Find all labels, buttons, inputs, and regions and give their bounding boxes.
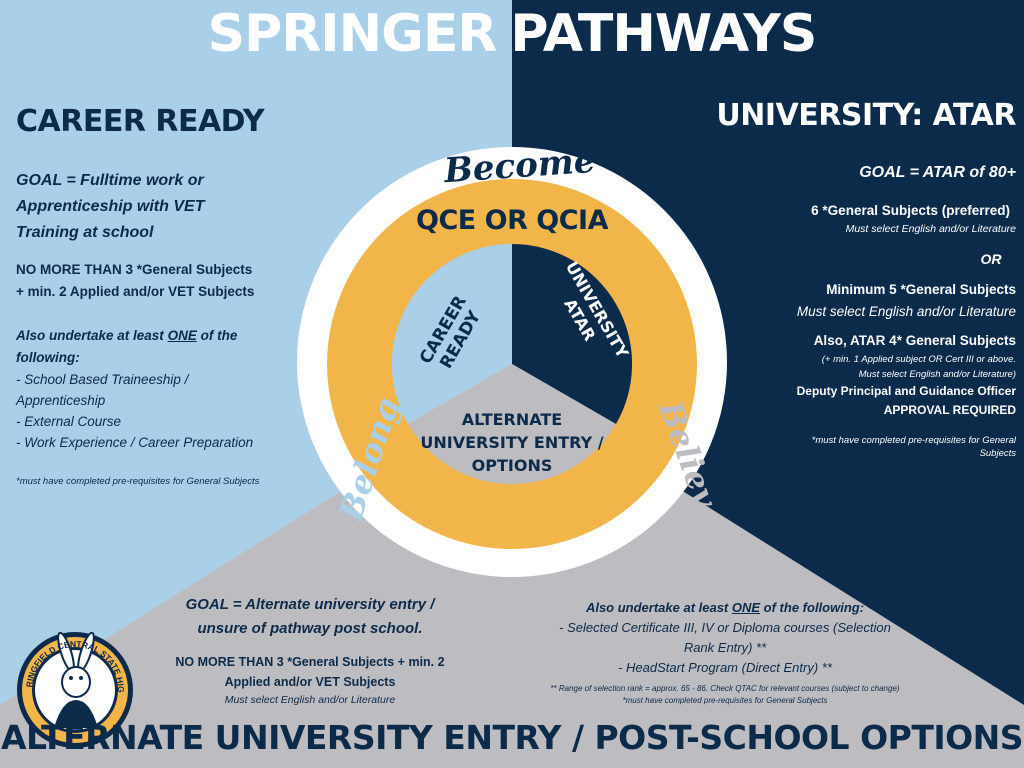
- segment-career: [391, 243, 512, 424]
- logo-ring-text: SPRINGFIELD CENTRAL STATE HIGH: [17, 632, 126, 693]
- university-panel: [512, 0, 1024, 705]
- alternate-requirements: NO MORE THAN 3 *General Subjects + min. …: [175, 655, 445, 706]
- list-item: Apprenticeship: [16, 393, 106, 408]
- list-item: - Work Experience / Career Preparation: [16, 435, 254, 450]
- segment-university: [512, 243, 633, 424]
- career-ready-footnote: *must have completed pre-requisites for …: [16, 476, 260, 487]
- list-item: - External Course: [16, 414, 122, 429]
- alternate-bottom-heading: ALTERNATE UNIVERSITY ENTRY / POST-SCHOOL…: [0, 718, 1024, 757]
- qce-qcia-label: QCE OR QCIA: [416, 205, 608, 236]
- school-logo: [17, 631, 133, 748]
- title-part1: SPRINGER: [207, 4, 498, 64]
- career-ready-also: Also undertake at least ONE of the follo…: [16, 325, 253, 453]
- svg-text:SPRINGFIELD CENTRAL STATE HIGH: SPRINGFIELD CENTRAL STATE HIGH: [17, 632, 126, 693]
- list-item: Rank Entry) **: [683, 640, 767, 655]
- list-item: - School Based Traineeship /: [16, 372, 189, 387]
- segment-alternate-label: ALTERNATE UNIVERSITY ENTRY / OPTIONS: [420, 410, 604, 475]
- title-part2: PATHWAYS: [510, 4, 817, 64]
- list-item: - Selected Certificate III, IV or Diplom…: [559, 620, 891, 635]
- career-ready-panel: [0, 0, 512, 705]
- alternate-goal: GOAL = Alternate university entry / unsu…: [185, 596, 435, 637]
- career-ready-heading: CAREER READY: [16, 104, 265, 139]
- segment-alternate: [408, 364, 616, 485]
- list-item: - HeadStart Program (Direct Entry) **: [618, 660, 832, 675]
- university-details: GOAL = ATAR of 80+ 6 *General Subjects (…: [796, 164, 1016, 459]
- career-ready-requirements: NO MORE THAN 3 *General Subjects + min. …: [16, 262, 255, 299]
- career-ready-goal: GOAL = Fulltime work or Apprenticeship w…: [16, 172, 205, 241]
- university-heading: UNIVERSITY: ATAR: [716, 98, 1016, 133]
- alternate-also: Also undertake at least ONE of the follo…: [515, 598, 935, 707]
